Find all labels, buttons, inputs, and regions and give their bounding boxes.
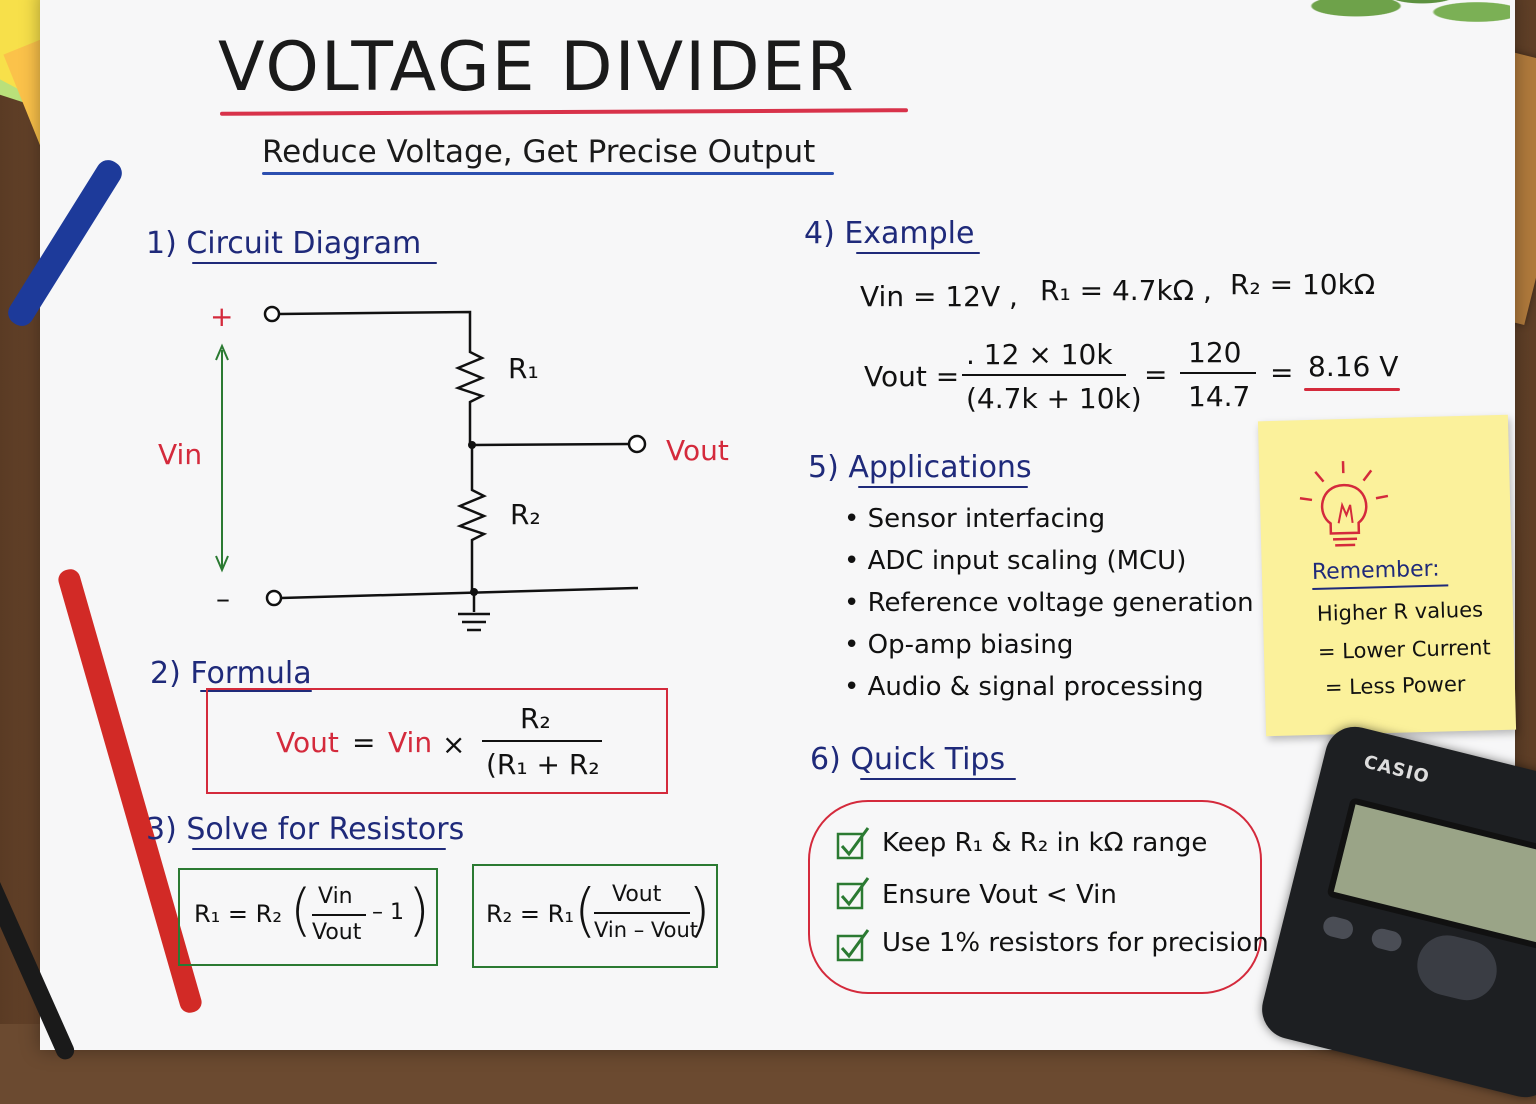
top-wire [279, 312, 470, 345]
formula-vout: Vout [276, 726, 339, 759]
application-item: • Op-amp biasing [844, 630, 1073, 660]
r1-fraction-bar [312, 914, 366, 916]
calculator-dpad [1411, 929, 1503, 1007]
remember-heading: Remember: [1312, 557, 1440, 585]
bottom-wire [281, 588, 638, 598]
r1-formula-denominator: Vout [312, 920, 361, 945]
plant-leaves [1290, 0, 1510, 30]
application-item-label: Sensor interfacing [868, 504, 1106, 534]
section-circuit-heading: 1) Circuit Diagram [146, 226, 421, 261]
section-underline [856, 252, 980, 254]
example-given-vin: Vin = 12V , [860, 280, 1018, 313]
r2-formula-lhs: R₂ = R₁ [486, 900, 574, 928]
application-item-label: ADC input scaling (MCU) [868, 546, 1187, 576]
check-icon [838, 878, 868, 908]
example-frac1-bar [962, 374, 1126, 376]
application-item: • ADC input scaling (MCU) [844, 546, 1186, 576]
r2-label: R₂ [510, 498, 541, 531]
section-tips-heading: 6) Quick Tips [810, 742, 1005, 777]
tip-item: Keep R₁ & R₂ in kΩ range [882, 828, 1207, 858]
r1-formula-tail: – 1 [372, 900, 404, 925]
section-underline [860, 778, 1016, 780]
example-equals-3: = [1270, 356, 1293, 389]
formula-fraction-bar [482, 740, 602, 742]
vin-label: Vin [158, 438, 202, 471]
section-underline [192, 262, 437, 264]
application-item: • Audio & signal processing [844, 672, 1204, 702]
input-terminal-top [265, 307, 279, 321]
r1-paren-close: ) [408, 878, 430, 943]
remember-post-it: Remember: Higher R values = Lower Curren… [1258, 415, 1516, 736]
r1-formula-lhs: R₁ = R₂ [194, 900, 282, 928]
section-example-heading: 4) Example [804, 216, 974, 251]
example-frac2-denominator: 14.7 [1188, 380, 1250, 413]
r2-fraction-bar [594, 912, 690, 914]
calculator-key [1370, 927, 1404, 954]
page-subtitle: Reduce Voltage, Get Precise Output [262, 134, 815, 170]
section-underline [858, 486, 1028, 488]
lightbulb-icon [1293, 456, 1396, 559]
output-terminal [629, 436, 645, 452]
tips-checkboxes [836, 826, 870, 966]
example-frac1-numerator: . 12 × 10k [966, 338, 1113, 371]
tip-item: Ensure Vout < Vin [882, 880, 1117, 910]
section-underline [192, 848, 446, 850]
example-given-r1: R₁ = 4.7kΩ , [1040, 274, 1212, 307]
vout-wire [472, 444, 630, 445]
minus-terminal-label: – [216, 582, 230, 615]
formula-equals: = [352, 726, 375, 759]
vout-label: Vout [666, 434, 729, 467]
r2-paren-close: ) [688, 876, 711, 944]
formula-numerator: R₂ [520, 702, 551, 735]
section-solve-heading: 3) Solve for Resistors [146, 812, 464, 847]
resistor-r1 [458, 345, 482, 445]
example-frac2-bar [1180, 372, 1256, 374]
r1-formula-numerator: Vin [318, 884, 353, 909]
r2-formula-denominator: Vin – Vout [594, 918, 698, 942]
r1-paren-open: ( [290, 878, 312, 943]
application-item-label: Reference voltage generation [868, 588, 1254, 618]
formula-denominator: (R₁ + R₂ [486, 748, 600, 781]
example-given-r2: R₂ = 10kΩ [1230, 268, 1375, 301]
example-result-underline [1304, 388, 1400, 391]
section-formula-heading: 2) Formula [150, 656, 312, 691]
formula-times: × [442, 728, 465, 761]
check-icon [838, 930, 868, 960]
tip-item: Use 1% resistors for precision [882, 928, 1269, 958]
remember-underline [1312, 584, 1448, 590]
calculator-brand: CASIO [1362, 751, 1432, 788]
example-equals-2: = [1144, 358, 1167, 391]
application-item-label: Op-amp biasing [868, 630, 1074, 660]
application-item: • Reference voltage generation [844, 588, 1254, 618]
remember-line: = Lower Current [1318, 635, 1491, 664]
check-icon [838, 828, 868, 858]
page-title: VOLTAGE DIVIDER [218, 28, 856, 107]
resistor-r2 [460, 445, 484, 590]
application-item-label: Audio & signal processing [868, 672, 1204, 702]
remember-line: = Less Power [1325, 672, 1466, 700]
calculator-key [1321, 914, 1355, 941]
section-applications-heading: 5) Applications [808, 450, 1032, 485]
example-frac1-denominator: (4.7k + 10k) [966, 382, 1142, 415]
example-result: 8.16 V [1308, 350, 1398, 383]
r1-label: R₁ [508, 352, 539, 385]
input-terminal-bottom [267, 591, 281, 605]
remember-line: Higher R values [1317, 598, 1484, 626]
circuit-diagram: + – Vin R₁ Vout R₂ [140, 290, 760, 650]
application-item: • Sensor interfacing [844, 504, 1105, 534]
formula-vin: Vin [388, 726, 432, 759]
example-vout-lhs: Vout = [864, 360, 959, 393]
plus-terminal-label: + [210, 300, 233, 333]
r2-formula-numerator: Vout [612, 882, 661, 907]
calculator-screen [1326, 797, 1536, 955]
subtitle-underline [262, 172, 834, 175]
example-frac2-numerator: 120 [1188, 336, 1241, 369]
